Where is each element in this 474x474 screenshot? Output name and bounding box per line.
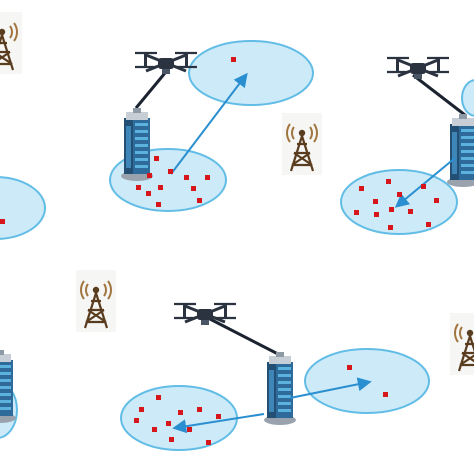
user-equipment-marker [216,414,221,419]
skyscraper-base-station-icon [121,108,153,181]
coverage-cell [340,169,458,235]
user-equipment-marker [408,209,413,214]
link-arrow [170,72,248,175]
user-equipment-marker [359,186,364,191]
user-equipment-marker [191,186,196,191]
drone-icon [385,56,451,81]
user-equipment-marker [374,212,379,217]
coverage-cell [461,79,474,117]
user-equipment-marker [187,427,192,432]
user-equipment-marker [197,198,202,203]
user-equipment-marker [147,173,152,178]
coverage-cell [304,348,430,414]
coverage-cell [188,40,314,106]
user-equipment-marker [231,57,236,62]
user-equipment-marker [397,192,402,197]
user-equipment-marker [168,169,173,174]
link-arrow [394,157,456,208]
cell-tower-icon [74,268,118,334]
cell-tower-icon [280,111,324,177]
user-equipment-marker [166,421,171,426]
user-equipment-marker [354,210,359,215]
drone-tether [412,73,466,117]
coverage-cells [0,40,474,451]
links [170,72,456,434]
user-equipment-marker [136,185,141,190]
user-equipment-marker [421,184,426,189]
user-equipment-marker [169,437,174,442]
user-equipment-marker [426,222,431,227]
user-equipment-marker [0,219,5,224]
user-equipment-marker [347,365,352,370]
user-equipment-marker [178,410,183,415]
user-equipment-marker [184,175,189,180]
skyscraper-base-station-icon [264,352,296,425]
tethers [134,72,466,356]
user-equipment-marker [389,207,394,212]
user-equipment-marker [139,407,144,412]
drone-icon [133,51,199,76]
cell-tower-icon [448,311,474,377]
user-equipment-marker [197,407,202,412]
user-equipment-marker [206,440,211,445]
user-equipment-marker [158,185,163,190]
user-equipment-marker [373,199,378,204]
cell-tower-icon [0,10,24,76]
user-equipment-marker [386,179,391,184]
link-arrow [172,413,265,434]
user-markers [0,57,439,445]
user-equipment-marker [146,191,151,196]
user-equipment-marker [154,156,159,161]
skyscraper-base-station-icon [447,114,474,187]
user-equipment-marker [205,175,210,180]
link-arrow [289,377,372,399]
user-equipment-marker [156,202,161,207]
drone-tether [207,316,279,356]
drone-tether [134,72,167,109]
coverage-cell [0,176,46,240]
user-equipment-marker [152,427,157,432]
user-equipment-marker [388,225,393,230]
user-equipment-marker [434,198,439,203]
drone-icon [172,302,238,327]
user-equipment-marker [383,392,388,397]
user-equipment-marker [134,418,139,423]
user-equipment-marker [156,395,161,400]
